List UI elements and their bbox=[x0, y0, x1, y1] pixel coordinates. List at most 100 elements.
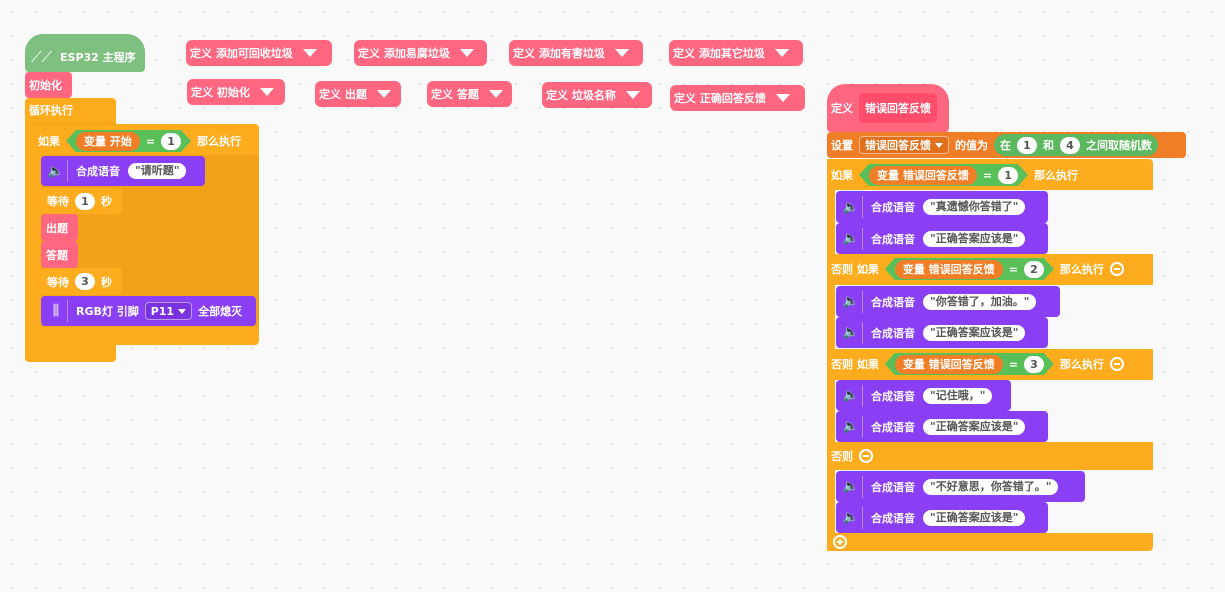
variable-start[interactable]: 变量 开始 bbox=[76, 132, 140, 151]
equals-sign: = bbox=[1008, 357, 1018, 371]
forever-loop-header: 循环执行 bbox=[29, 100, 73, 120]
add-branch-icon[interactable] bbox=[833, 535, 847, 549]
speaker-icon: 🔈 bbox=[840, 227, 863, 250]
speaker-icon: 🔈 bbox=[840, 415, 863, 438]
random-operator[interactable]: 在 1 和 4 之间取随机数 bbox=[994, 134, 1158, 156]
set-variable-block[interactable]: 设置 错误回答反馈 的值为 在 1 和 4 之间取随机数 bbox=[827, 132, 1186, 158]
elseif-label: 否则 如果 bbox=[831, 358, 879, 371]
elseif-label: 否则 如果 bbox=[831, 263, 879, 276]
define-add-other[interactable]: 定义 添加其它垃圾 bbox=[669, 40, 803, 66]
speak-text-input[interactable]: "正确答案应该是" bbox=[923, 230, 1026, 247]
equals-operator[interactable]: 变量 错误回答反馈 = 1 bbox=[859, 164, 1028, 186]
speak-label: 合成语音 bbox=[76, 165, 120, 178]
variable-wrong-feedback[interactable]: 变量 错误回答反馈 bbox=[895, 260, 1003, 279]
variable-wrong-feedback[interactable]: 变量 错误回答反馈 bbox=[869, 166, 977, 185]
equals-sign: = bbox=[982, 168, 993, 182]
speak-text-input[interactable]: "正确答案应该是" bbox=[923, 418, 1026, 435]
wait-block-1[interactable]: 等待 1 秒 bbox=[41, 188, 122, 214]
pin-dropdown[interactable]: P11 bbox=[144, 302, 193, 320]
speak-block[interactable]: 🔈 合成语音 "你答错了，加油。" bbox=[836, 286, 1060, 317]
speak-label: 合成语音 bbox=[871, 295, 915, 309]
speaker-icon: 🔈 bbox=[840, 196, 863, 218]
variable-wrong-feedback[interactable]: 变量 错误回答反馈 bbox=[895, 355, 1003, 374]
speak-text-input[interactable]: "正确答案应该是" bbox=[923, 324, 1026, 341]
equals-operator[interactable]: 变量 开始 = 1 bbox=[66, 130, 191, 152]
seconds-label: 秒 bbox=[101, 275, 112, 289]
elseif-header-2: 否则 如果 变量 错误回答反馈 = 2 那么执行 bbox=[831, 256, 1124, 282]
compare-value-input[interactable]: 2 bbox=[1024, 261, 1044, 278]
define-label: 定义 添加其它垃圾 bbox=[673, 47, 765, 60]
remove-branch-icon[interactable] bbox=[1109, 262, 1124, 276]
wait-label: 等待 bbox=[47, 195, 69, 208]
variable-dropdown[interactable]: 错误回答反馈 bbox=[859, 136, 949, 154]
speak-block[interactable]: 🔈 合成语音 "不好意思，你答错了。" bbox=[836, 471, 1085, 502]
seconds-label: 秒 bbox=[101, 195, 112, 208]
then-label: 那么执行 bbox=[197, 135, 242, 148]
random-max-input[interactable]: 4 bbox=[1060, 136, 1080, 154]
speak-block[interactable]: 🔈 合成语音 "正确答案应该是" bbox=[836, 223, 1048, 254]
wait-seconds-input[interactable]: 3 bbox=[75, 273, 95, 290]
init-call-block[interactable]: 初始化 bbox=[25, 72, 72, 98]
random-min-input[interactable]: 1 bbox=[1017, 136, 1037, 154]
rgb-light-block[interactable]: ⫼ RGB灯 引脚 P11 全部熄灭 bbox=[41, 296, 256, 326]
speak-label: 合成语音 bbox=[871, 201, 915, 214]
compare-value-input[interactable]: 1 bbox=[161, 133, 181, 150]
define-label: 定义 正确回答反馈 bbox=[674, 92, 766, 105]
speak-text-input[interactable]: "正确答案应该是" bbox=[923, 509, 1026, 526]
esp32-main-hat[interactable]: ⟋⟋ ESP32 主程序 bbox=[25, 34, 145, 72]
then-label: 那么执行 bbox=[1034, 169, 1079, 182]
question-call-block[interactable]: 出题 bbox=[41, 214, 78, 241]
define-question[interactable]: 定义 出题 bbox=[315, 81, 401, 107]
define-label: 定义 答题 bbox=[431, 88, 479, 101]
init-call-label: 初始化 bbox=[29, 79, 62, 92]
speak-text-input[interactable]: "请听题" bbox=[128, 163, 187, 179]
speak-block[interactable]: 🔈 合成语音 "记住哦，" bbox=[836, 380, 1011, 411]
speak-block[interactable]: 🔈 合成语音 "正确答案应该是" bbox=[836, 502, 1048, 533]
esp32-board-icon: ⟋⟋ bbox=[31, 48, 53, 66]
speak-block[interactable]: 🔈 合成语音 "正确答案应该是" bbox=[836, 317, 1048, 348]
speak-text-input[interactable]: "记住哦，" bbox=[923, 387, 993, 404]
wait-seconds-input[interactable]: 1 bbox=[75, 192, 95, 210]
remove-branch-icon[interactable] bbox=[859, 449, 873, 463]
forever-loop-label: 循环执行 bbox=[29, 104, 73, 117]
speak-text-input[interactable]: "真遗憾你答错了" bbox=[923, 199, 1026, 215]
define-add-perishable[interactable]: 定义 添加易腐垃圾 bbox=[354, 40, 487, 66]
define-label: 定义 垃圾名称 bbox=[546, 89, 616, 102]
define-answer[interactable]: 定义 答题 bbox=[427, 81, 512, 107]
answer-call-block[interactable]: 答题 bbox=[41, 241, 78, 268]
define-wrong-feedback-hat[interactable]: 定义 错误回答反馈 bbox=[827, 84, 949, 132]
define-garbage-name[interactable]: 定义 垃圾名称 bbox=[542, 82, 652, 108]
speak-block[interactable]: 🔈 合成语音 "正确答案应该是" bbox=[836, 411, 1048, 442]
speaker-icon: 🔈 bbox=[840, 290, 863, 313]
question-call-label: 出题 bbox=[46, 221, 68, 235]
speak-block[interactable]: 🔈 合成语音 "请听题" bbox=[41, 156, 205, 186]
remove-branch-icon[interactable] bbox=[1109, 357, 1124, 371]
define-add-recyclable[interactable]: 定义 添加可回收垃圾 bbox=[186, 40, 332, 66]
compare-value-input[interactable]: 1 bbox=[998, 167, 1018, 184]
chevron-down-icon bbox=[178, 308, 187, 314]
speak-label: 合成语音 bbox=[871, 389, 915, 403]
speak-text-input[interactable]: "不好意思，你答错了。" bbox=[923, 478, 1059, 495]
rgb-light-icon: ⫼ bbox=[45, 300, 68, 322]
random-and-label: 和 bbox=[1043, 139, 1054, 152]
hat-label: ESP32 主程序 bbox=[60, 51, 136, 64]
pin-dropdown-value: P11 bbox=[150, 304, 175, 318]
define-correct-feedback[interactable]: 定义 正确回答反馈 bbox=[670, 85, 805, 111]
equals-operator[interactable]: 变量 错误回答反馈 = 3 bbox=[885, 353, 1054, 375]
define-add-hazardous[interactable]: 定义 添加有害垃圾 bbox=[509, 40, 643, 66]
define-label: 定义 添加易腐垃圾 bbox=[358, 47, 450, 60]
if-left-rail bbox=[827, 159, 835, 551]
chevron-down-icon bbox=[935, 142, 943, 148]
speak-block[interactable]: 🔈 合成语音 "真遗憾你答错了" bbox=[836, 191, 1048, 223]
speak-text-input[interactable]: "你答错了，加油。" bbox=[923, 293, 1037, 310]
else-header: 否则 bbox=[831, 443, 873, 469]
define-init[interactable]: 定义 初始化 bbox=[187, 79, 285, 105]
set-label: 设置 bbox=[831, 139, 853, 152]
chevron-down-icon bbox=[376, 90, 391, 98]
elseif-header-3: 否则 如果 变量 错误回答反馈 = 3 那么执行 bbox=[831, 351, 1124, 377]
equals-operator[interactable]: 变量 错误回答反馈 = 2 bbox=[885, 258, 1054, 280]
wait-block-2[interactable]: 等待 3 秒 bbox=[41, 268, 122, 295]
speaker-icon: 🔈 bbox=[840, 475, 863, 498]
define-name-field[interactable]: 错误回答反馈 bbox=[859, 93, 937, 123]
compare-value-input[interactable]: 3 bbox=[1024, 356, 1044, 373]
